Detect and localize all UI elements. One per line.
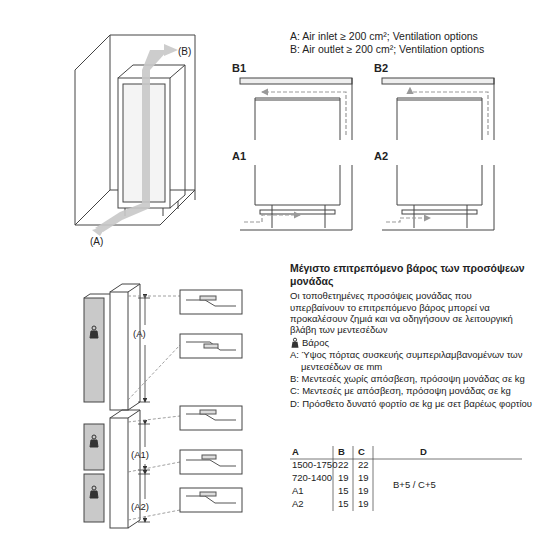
table-header: D: [420, 446, 427, 457]
table-cell: 15: [338, 485, 349, 496]
column-unit-illustration: [84, 284, 140, 528]
table-header: C: [358, 446, 365, 457]
table-cell: 19: [358, 485, 369, 496]
table-header: A: [292, 446, 299, 457]
table-cell: 22: [338, 459, 349, 470]
table-cell: B+5 / C+5: [393, 479, 436, 490]
table-rule: [333, 446, 334, 511]
table-cell: 15: [338, 498, 349, 509]
weight-label: Βάρος: [302, 337, 329, 348]
dimension-label: (A): [133, 328, 146, 339]
hinge-detail-parts: [186, 296, 236, 503]
flow-lines: [244, 88, 488, 222]
note-text: Οι τοποθετημένες προσόψεις μονάδας που υ…: [290, 290, 528, 336]
dimension-label: (A2): [131, 501, 149, 512]
key-text: C: Μεντεσές με απόσβεση, πρόσοψη μονάδας…: [290, 385, 539, 396]
panel-label: A1: [232, 150, 246, 163]
key-text: D: Πρόσθετο δυνατό φορτίο σε kg με σετ β…: [290, 398, 539, 409]
panel-label: B2: [374, 62, 388, 75]
table-rule: [373, 446, 374, 511]
niche-illustration: [75, 35, 195, 225]
table-cell: A2: [292, 498, 304, 509]
weight-icon: [292, 338, 299, 348]
weight-icons: [90, 326, 98, 498]
table-rule: [353, 446, 354, 511]
legend-note: A: Air inlet ≥ 200 cm²; Ventilation opti…: [290, 30, 478, 43]
panel-label: A2: [374, 150, 388, 163]
ventilation-panels: [240, 78, 494, 230]
table-cell: 19: [358, 472, 369, 483]
key-text: B: Μεντεσές χωρίς απόσβεση, πρόσοψη μονά…: [290, 373, 539, 384]
table-header: B: [338, 446, 345, 457]
dimension-label: (A1): [131, 449, 149, 460]
section-title: Μέγιστο επιτρεπόμενο βάρος των προσόψεων…: [290, 262, 530, 287]
table-cell: A1: [292, 485, 304, 496]
table-cell: 1500-1750: [292, 459, 337, 470]
airflow-arrows: [92, 44, 178, 236]
detail-leaders: [128, 296, 180, 520]
table-cell: 720-1400: [292, 472, 332, 483]
table-cell: 22: [358, 459, 369, 470]
table-cell: 19: [358, 498, 369, 509]
key-text: A: Ύψος πόρτας συσκευής συμπεριλαμβανομέ…: [290, 349, 539, 372]
table-cell: 19: [338, 472, 349, 483]
panel-label: B1: [232, 62, 246, 75]
hinge-details: [180, 290, 242, 512]
callout-label: (B): [178, 46, 191, 58]
callout-label: (A): [90, 236, 103, 248]
legend-note: B: Air outlet ≥ 200 cm²; Ventilation opt…: [290, 43, 484, 56]
